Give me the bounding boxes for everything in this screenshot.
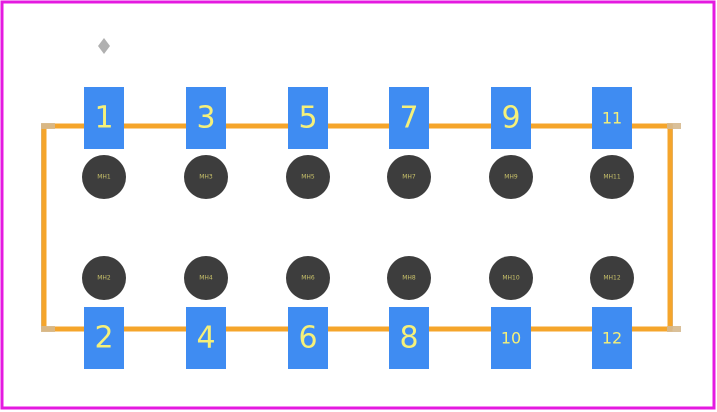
hole-mh10: MH10 <box>489 256 533 300</box>
hole-circle <box>590 256 634 300</box>
pad-rect <box>389 307 429 369</box>
hole-circle <box>82 256 126 300</box>
hole-mh7: MH7 <box>387 155 431 199</box>
pad-6: 6 <box>288 307 328 369</box>
hole-circle <box>489 155 533 199</box>
hole-label: MH6 <box>301 275 315 282</box>
pad-rect <box>491 87 531 149</box>
pad-label: 9 <box>501 101 520 136</box>
pad-9: 9 <box>491 87 531 149</box>
pad-rect <box>288 307 328 369</box>
courtyard-outline <box>41 124 673 329</box>
pad-label: 4 <box>196 321 215 356</box>
pad-rect <box>84 87 124 149</box>
hole-label: MH7 <box>402 174 416 181</box>
pad-rect <box>186 87 226 149</box>
hole-circle <box>489 256 533 300</box>
pad-rect <box>389 87 429 149</box>
pad-10: 10 <box>491 307 531 369</box>
hole-mh9: MH9 <box>489 155 533 199</box>
hole-mh4: MH4 <box>184 256 228 300</box>
pad-3: 3 <box>186 87 226 149</box>
silk-corner <box>667 326 681 332</box>
hole-label: MH12 <box>603 275 621 282</box>
pad-label: 2 <box>94 321 113 356</box>
silk-corner <box>667 123 681 129</box>
pads: 1 3 5 7 9 11 2 4 6 8 10 12 <box>84 87 632 369</box>
hole-circle <box>590 155 634 199</box>
hole-mh3: MH3 <box>184 155 228 199</box>
hole-label: MH10 <box>502 275 520 282</box>
pad-11: 11 <box>592 87 632 149</box>
pad-rect <box>186 307 226 369</box>
pad-rect <box>592 87 632 149</box>
diamond-marker-icon <box>98 38 110 54</box>
pad-label: 11 <box>602 109 622 128</box>
pad-rect <box>288 87 328 149</box>
pad-7: 7 <box>389 87 429 149</box>
pad-12: 12 <box>592 307 632 369</box>
hole-circle <box>387 256 431 300</box>
hole-mh6: MH6 <box>286 256 330 300</box>
silk-corner <box>41 326 55 332</box>
hole-label: MH1 <box>97 174 111 181</box>
hole-mh5: MH5 <box>286 155 330 199</box>
hole-label: MH2 <box>97 275 111 282</box>
pad-label: 12 <box>602 329 622 348</box>
diamond-marker-shape <box>98 38 110 54</box>
hole-label: MH3 <box>199 174 213 181</box>
hole-label: MH8 <box>402 275 416 282</box>
silk-corner <box>41 123 55 129</box>
pad-label: 6 <box>298 321 317 356</box>
pad-rect <box>84 307 124 369</box>
pad-rect <box>592 307 632 369</box>
pad-5: 5 <box>288 87 328 149</box>
hole-mh8: MH8 <box>387 256 431 300</box>
hole-label: MH5 <box>301 174 315 181</box>
pad-label: 5 <box>298 101 317 136</box>
pad-label: 8 <box>399 321 418 356</box>
pad-2: 2 <box>84 307 124 369</box>
hole-label: MH9 <box>504 174 518 181</box>
hole-mh2: MH2 <box>82 256 126 300</box>
pad-4: 4 <box>186 307 226 369</box>
hole-circle <box>82 155 126 199</box>
hole-circle <box>286 155 330 199</box>
hole-mh1: MH1 <box>82 155 126 199</box>
hole-mh12: MH12 <box>590 256 634 300</box>
hole-circle <box>286 256 330 300</box>
hole-label: MH4 <box>199 275 213 282</box>
hole-circle <box>184 155 228 199</box>
silkscreen-lines <box>41 123 681 332</box>
pad-1: 1 <box>84 87 124 149</box>
hole-circle <box>387 155 431 199</box>
pad-label: 1 <box>94 101 113 136</box>
pad-label: 3 <box>196 101 215 136</box>
pad-label: 7 <box>399 101 418 136</box>
pad-label: 10 <box>501 329 521 348</box>
hole-circle <box>184 256 228 300</box>
pad-8: 8 <box>389 307 429 369</box>
hole-mh11: MH11 <box>590 155 634 199</box>
pad-rect <box>491 307 531 369</box>
courtyard-rect <box>41 124 673 329</box>
hole-label: MH11 <box>603 174 621 181</box>
